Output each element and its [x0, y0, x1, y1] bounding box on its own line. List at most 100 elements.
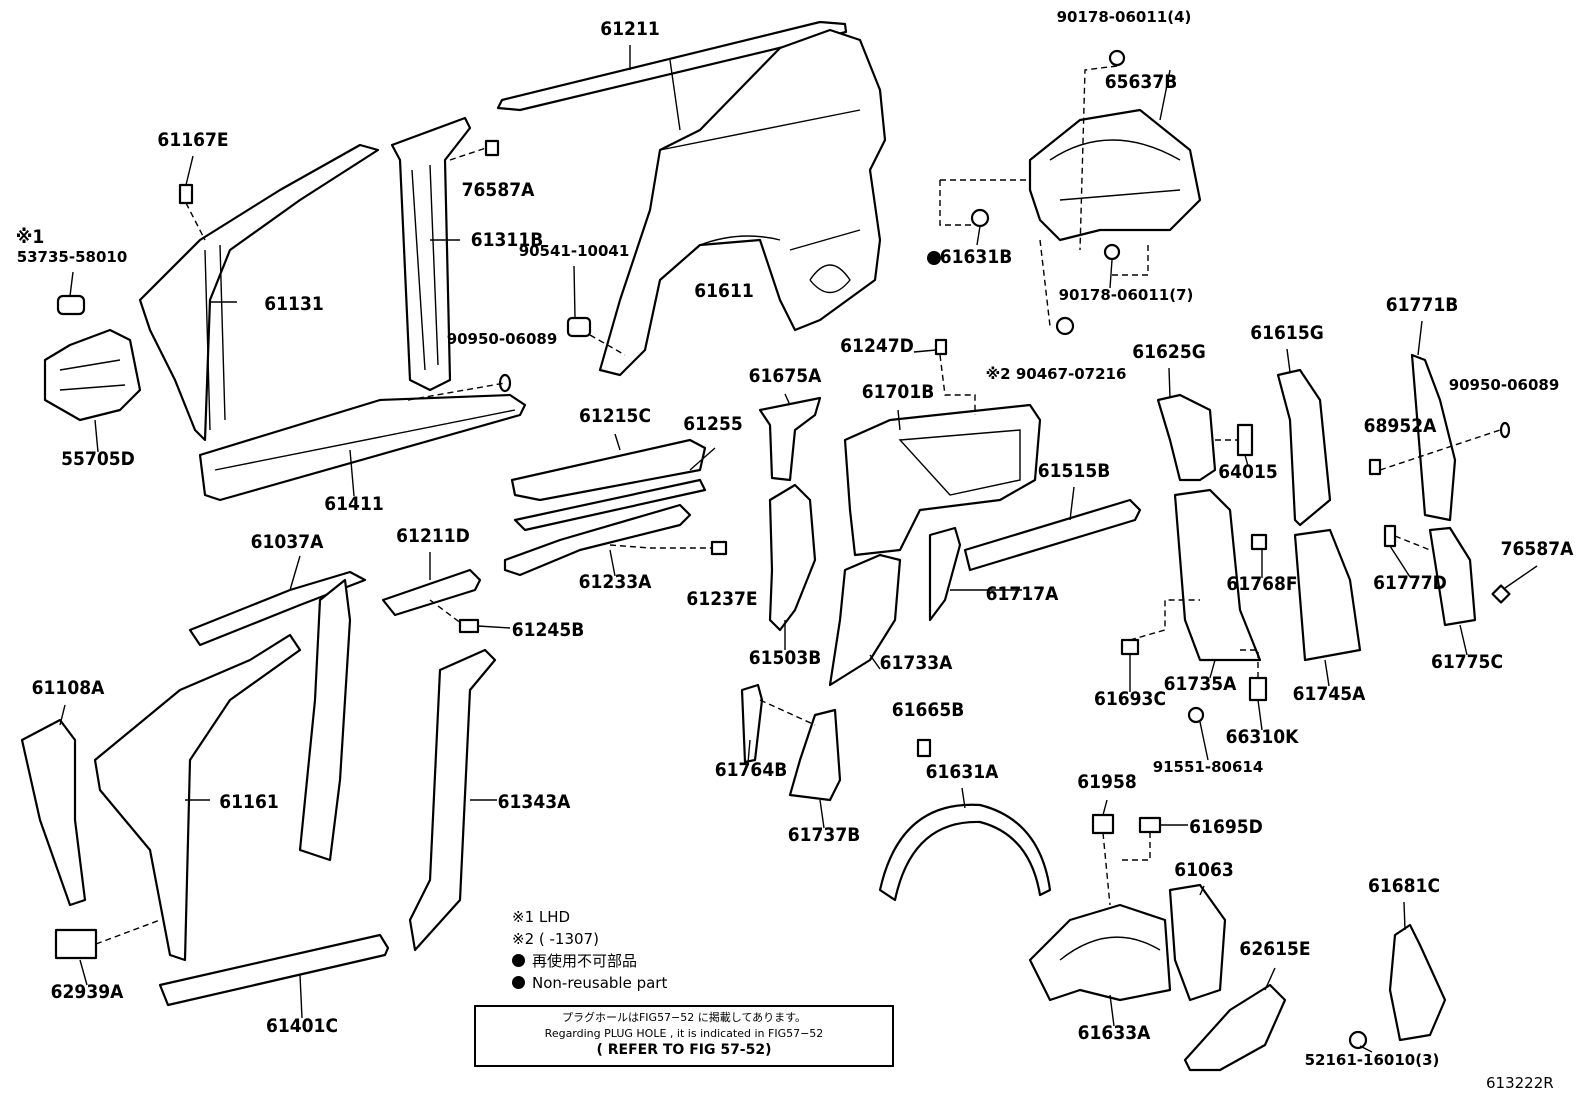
- part-label-61775C: 61775C: [1431, 651, 1503, 673]
- part-label-61411: 61411: [324, 493, 383, 515]
- clip-61167E: [178, 183, 194, 205]
- clip-61768F: [1250, 533, 1268, 551]
- part-label-61515B: 61515B: [1038, 460, 1111, 482]
- roof-rail-strip-61211: [496, 20, 848, 112]
- quarter-panel-61611: [598, 28, 887, 377]
- sill-61215C: [510, 438, 707, 502]
- part-label-note2-90467-07216: ※2 90467-07216: [986, 365, 1127, 383]
- part-label-62615E: 62615E: [1239, 938, 1310, 960]
- note-lhd: ※1 LHD: [512, 908, 571, 926]
- clip-68952A: [1368, 458, 1382, 476]
- part-label-55705D: 55705D: [61, 448, 135, 470]
- liner-65637B: [1028, 108, 1202, 242]
- part-label-61245B: 61245B: [512, 619, 585, 641]
- part-label-61771B: 61771B: [1386, 294, 1459, 316]
- reference-jp: プラグホールはFIG57−52 に掲載してあります。: [561, 1011, 807, 1024]
- pillar-61503B: [768, 483, 817, 632]
- part-label-61768F: 61768F: [1226, 573, 1297, 595]
- part-label-61735A: 61735A: [1164, 673, 1237, 695]
- part-label-61615G: 61615G: [1250, 322, 1324, 344]
- pillar-61775C: [1428, 526, 1477, 627]
- part-label-76587A-top: 76587A: [462, 179, 535, 201]
- part-label-61631A: 61631A: [926, 761, 999, 783]
- pillar-61108A: [20, 718, 87, 907]
- plug-76587A-top: [484, 139, 500, 157]
- part-label-61733A: 61733A: [880, 652, 953, 674]
- part-label-61675A: 61675A: [749, 365, 822, 387]
- pillar-61343A: [408, 648, 497, 952]
- clip-61247D: [934, 338, 948, 356]
- legend-non-reusable-en: Non-reusable part: [512, 972, 667, 994]
- part-label-61695D: 61695D: [1189, 816, 1263, 838]
- part-label-53735-58010: 53735-58010: [17, 248, 128, 266]
- reinforcement-61233A: [503, 478, 707, 577]
- reference-box: プラグホールはFIG57−52 に掲載してあります。 Regarding PLU…: [474, 1005, 894, 1067]
- part-label-90541-10041: 90541-10041: [519, 242, 630, 260]
- part-label-61958: 61958: [1077, 771, 1136, 793]
- part-label-65637B: 65637B: [1105, 71, 1178, 93]
- bracket-66310K: [1248, 676, 1268, 702]
- part-label-61681C: 61681C: [1368, 875, 1440, 897]
- part-label-61255: 61255: [683, 413, 742, 435]
- bracket-64015: [1236, 423, 1254, 457]
- leader-lines: [59, 45, 1538, 1053]
- clip-61665B: [916, 738, 932, 758]
- panel-61733A: [828, 553, 902, 687]
- part-label-61233A: 61233A: [579, 571, 652, 593]
- pillar-61737B: [788, 708, 842, 802]
- part-label-61108A: 61108A: [32, 677, 105, 699]
- panel-61063: [1168, 883, 1227, 1002]
- part-label-61247D: 61247D: [840, 335, 914, 357]
- part-label-90950-06089-b: 90950-06089: [1449, 376, 1560, 394]
- part-label-61343A: 61343A: [498, 791, 571, 813]
- non-reusable-marker-icon: [927, 251, 941, 265]
- center-pillar-61311B: [390, 116, 472, 392]
- part-label-61211D: 61211D: [396, 525, 470, 547]
- clip-61237E: [710, 540, 728, 556]
- clip-90467-07216: [1055, 316, 1075, 336]
- part-label-61037A: 61037A: [251, 531, 324, 553]
- panel-62615E: [1183, 983, 1287, 1072]
- part-label-61131: 61131: [264, 293, 323, 315]
- reference-en: Regarding PLUG HOLE , it is indicated in…: [544, 1027, 824, 1040]
- part-label-61665B: 61665B: [892, 699, 965, 721]
- bracket-61764B: [740, 683, 764, 764]
- bolt-52161-16010: [1348, 1030, 1368, 1050]
- legend-non-reusable-jp: 再使用不可部品: [512, 950, 667, 972]
- part-label-61401C: 61401C: [266, 1015, 338, 1037]
- part-label-90950-06089-a: 90950-06089: [447, 330, 558, 348]
- part-label-61717A: 61717A: [986, 583, 1059, 605]
- member-61515B: [963, 498, 1142, 572]
- plug-90950-06089-b: [1499, 421, 1511, 439]
- bracket-61958: [1091, 813, 1115, 835]
- part-label-61167E: 61167E: [157, 129, 228, 151]
- figure-id: 613222R: [1486, 1074, 1554, 1092]
- rocker-61401C: [158, 933, 390, 1007]
- panel-61701B: [843, 403, 1042, 557]
- plug-76587A-right: [1491, 584, 1511, 604]
- grommet-90541-10041: [566, 316, 592, 338]
- bolt-91551-80614: [1187, 706, 1205, 724]
- plug-90950-06089-a: [498, 373, 512, 393]
- part-label-68952A: 68952A: [1364, 415, 1437, 437]
- bracket-61695D: [1138, 816, 1162, 834]
- rail-61211D: [381, 568, 482, 617]
- filled-circle-icon: [512, 954, 525, 967]
- part-label-61311B: 61311B: [471, 229, 544, 251]
- part-label-91551-80614: 91551-80614: [1153, 758, 1264, 776]
- part-label-note1-mark: ※1: [16, 226, 45, 248]
- bracket-61717A: [928, 526, 962, 622]
- part-number-labels: 6121161167E※153735-5801076587A61311B6113…: [16, 8, 1574, 1069]
- legend-jp-text: 再使用不可部品: [532, 952, 638, 970]
- pillar-61771B: [1410, 353, 1457, 522]
- part-label-61611: 61611: [694, 280, 753, 302]
- block-62939A: [54, 928, 98, 960]
- part-label-61625G: 61625G: [1132, 341, 1206, 363]
- wheel-liner-61631A: [878, 803, 1052, 902]
- clip-61631B: [970, 208, 990, 228]
- part-label-61764B: 61764B: [715, 759, 788, 781]
- part-label-66310K: 66310K: [1226, 726, 1299, 748]
- part-label-61631B: 61631B: [940, 246, 1013, 268]
- part-label-64015: 64015: [1218, 461, 1277, 483]
